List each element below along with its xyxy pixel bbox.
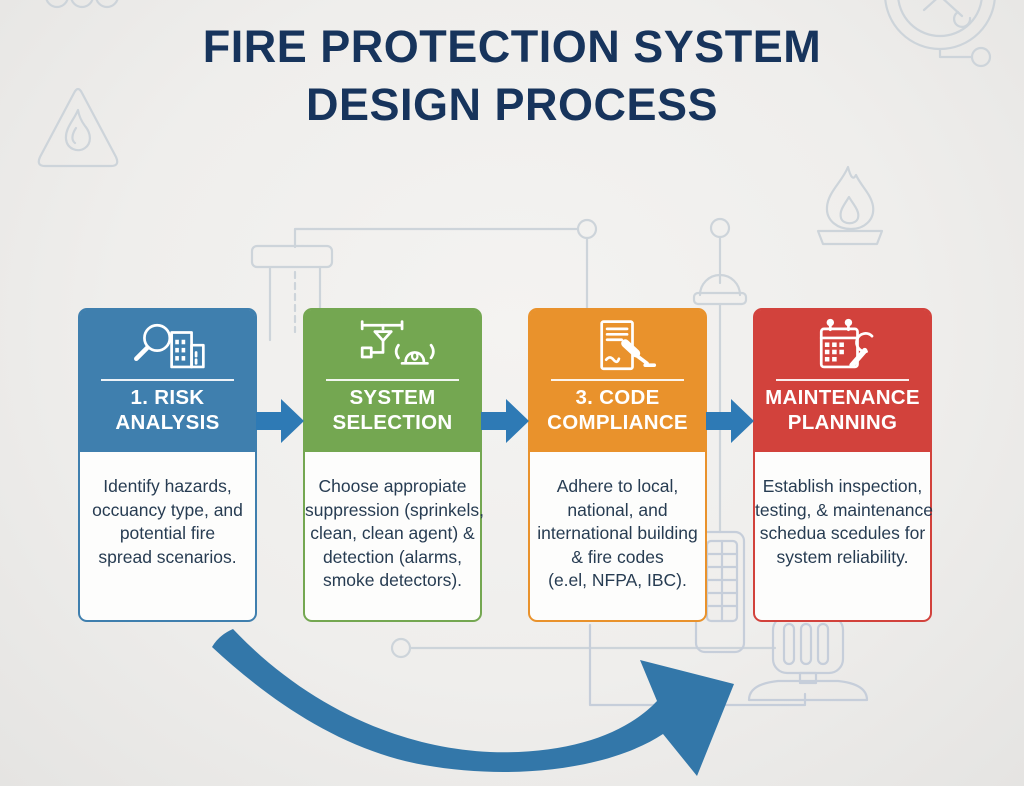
crossed-tools-badge-icon	[884, 0, 996, 68]
step-card-code-compliance: 3. CODE COMPLIANCE Adhere to local, nati…	[528, 308, 707, 622]
magnifier-building-icon	[133, 323, 205, 369]
header-divider	[101, 379, 234, 381]
card-header: SYSTEM SELECTION	[305, 310, 480, 452]
header-divider	[551, 379, 684, 381]
step-card-maintenance-planning: MAINTENANCE PLANNING Establish inspectio…	[753, 308, 934, 622]
heater-stand-icon	[588, 614, 869, 707]
document-gavel-icon	[599, 320, 656, 371]
flow-arrow-3	[706, 399, 754, 443]
card-header: 1. RISK ANALYSIS	[80, 310, 255, 452]
sprinkler-arcs-icon	[45, 0, 119, 9]
step-description: Adhere to local, national, and internati…	[537, 476, 698, 590]
step-card-risk-analysis: 1. RISK ANALYSIS Identify hazards, occua…	[78, 308, 257, 622]
step-title: 3. CODE COMPLIANCE	[547, 386, 688, 434]
calendar-wrench-icon	[819, 318, 873, 369]
header-divider	[776, 379, 909, 381]
step-description: Establish inspection, testing, & mainten…	[755, 476, 934, 567]
sprinkler-alarm-icon	[360, 320, 435, 365]
step-card-system-selection: SYSTEM SELECTION Choose appropiate suppr…	[303, 308, 484, 622]
flow-arrow-2	[481, 399, 529, 443]
step-title: 1. RISK ANALYSIS	[115, 386, 220, 434]
step-description: Identify hazards, occuancy type, and pot…	[92, 476, 243, 567]
flammable-flame-icon	[816, 165, 884, 246]
card-header: 3. CODE COMPLIANCE	[530, 310, 705, 452]
header-divider	[326, 379, 459, 381]
step-title: MAINTENANCE PLANNING	[765, 386, 920, 434]
card-header: MAINTENANCE PLANNING	[755, 310, 930, 452]
circuit-line-nodes	[293, 217, 777, 659]
step-title: SYSTEM SELECTION	[332, 386, 453, 434]
page-title: FIRE PROTECTION SYSTEM DESIGN PROCESS	[202, 21, 822, 130]
fire-warning-triangle-icon	[37, 87, 119, 168]
step-description: Choose appropiate suppression (sprinkels…	[305, 476, 484, 590]
flow-arrow-1	[256, 399, 304, 443]
